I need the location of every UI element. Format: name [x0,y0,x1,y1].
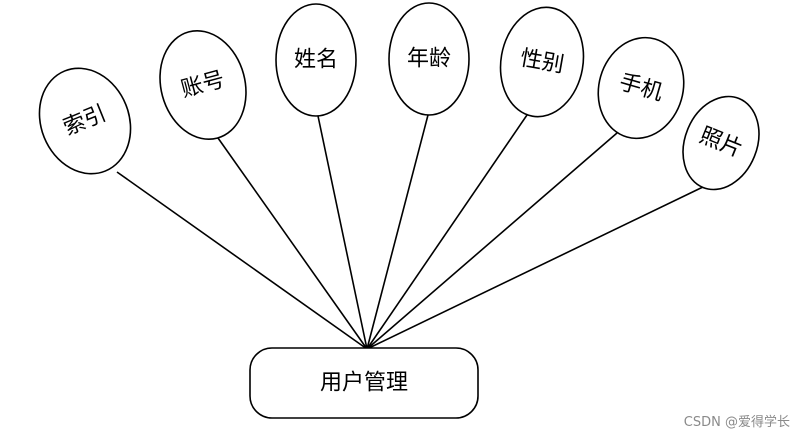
connector-line-index [116,171,368,350]
entity-label: 用户管理 [320,371,408,396]
attribute-label-age: 年龄 [407,47,451,72]
attribute-ellipse-age [388,2,470,116]
entity-box [249,347,479,419]
connector-line-age [366,114,429,350]
attribute-node-photo: 照片 [682,95,760,191]
attribute-ellipse-index [38,67,132,175]
attribute-ellipse-phone [597,36,685,140]
attribute-ellipse-account [159,29,247,141]
connector-line-name [317,115,368,350]
connector-line-account [217,137,368,350]
connector-line-gender [366,114,528,350]
attribute-ellipse-name [275,3,357,117]
attribute-label-name: 姓名 [294,48,338,73]
attribute-node-age: 年龄 [388,2,470,116]
attribute-node-phone: 手机 [597,36,685,140]
connector-lines [116,114,706,350]
attribute-ellipse-photo [682,95,760,191]
attribute-node-gender: 性别 [499,6,585,118]
attribute-ellipse-gender [499,6,585,118]
connector-line-phone [366,132,618,350]
connector-line-photo [366,185,706,350]
attribute-node-index: 索引 [38,67,132,175]
entity-node: 用户管理 [249,347,479,419]
watermark: CSDN @爱得学长 [683,415,790,430]
attribute-node-account: 账号 [159,29,247,141]
attribute-node-name: 姓名 [275,3,357,117]
